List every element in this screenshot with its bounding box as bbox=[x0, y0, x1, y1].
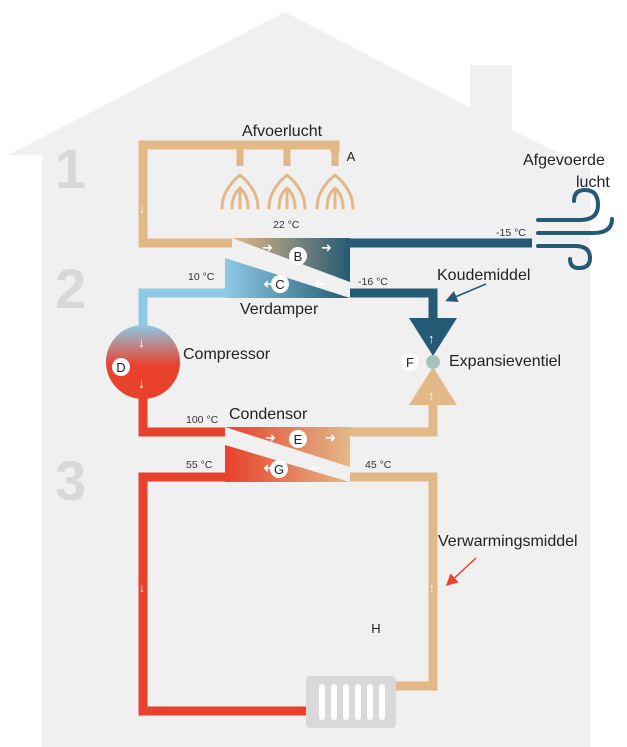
marker-g-circle bbox=[270, 460, 288, 478]
flow-arrow-up-3: ↑ bbox=[429, 581, 435, 595]
label-condensor: Condensor bbox=[229, 406, 308, 423]
compressor: ↓ ↓ bbox=[106, 325, 180, 399]
svg-text:↓: ↓ bbox=[138, 375, 145, 391]
marker-c-circle bbox=[271, 275, 289, 293]
radiator-icon bbox=[306, 676, 396, 728]
refrigerant-loop bbox=[138, 288, 438, 437]
label-koudemiddel: Koudemiddel bbox=[437, 267, 530, 284]
marker-b-circle bbox=[289, 247, 307, 265]
svg-text:↓: ↓ bbox=[138, 334, 145, 350]
svg-text:➜: ➜ bbox=[263, 461, 274, 476]
house-shape bbox=[8, 12, 590, 747]
marker-f-circle bbox=[401, 353, 419, 371]
svg-text:➜: ➜ bbox=[263, 277, 274, 292]
marker-a: A bbox=[347, 149, 356, 164]
svg-text:➜: ➜ bbox=[325, 430, 336, 445]
expansion-valve: ↑ ↑ bbox=[409, 318, 457, 405]
marker-e-circle bbox=[289, 430, 307, 448]
marker-d: D bbox=[116, 360, 125, 375]
label-expansieventiel: Expansieventiel bbox=[449, 353, 561, 370]
condenser-e: ➜ ➜ bbox=[225, 427, 350, 467]
section-number-1: 1 bbox=[55, 137, 86, 200]
section-number-3: 3 bbox=[55, 449, 86, 512]
section-number-2: 2 bbox=[55, 257, 86, 320]
evaporator-c: ➜ ➜ bbox=[225, 258, 350, 298]
verwarmingsmiddel-pointer bbox=[445, 557, 477, 587]
air-rising-icon bbox=[220, 173, 355, 210]
temp-100: 100 °C bbox=[186, 414, 219, 426]
temp-45: 45 °C bbox=[365, 459, 392, 471]
svg-text:➜: ➜ bbox=[321, 240, 332, 255]
label-afgevoerde-line2: lucht bbox=[576, 174, 610, 191]
marker-g: G bbox=[274, 462, 284, 477]
marker-c: C bbox=[275, 277, 284, 292]
koudemiddel-pointer bbox=[445, 283, 487, 303]
label-afvoerlucht: Afvoerlucht bbox=[242, 123, 323, 140]
svg-text:↑: ↑ bbox=[428, 388, 435, 403]
flow-arrow-down-1: ↓ bbox=[139, 202, 145, 216]
marker-h: H bbox=[371, 621, 380, 636]
svg-text:➜: ➜ bbox=[265, 430, 276, 445]
wind-icon bbox=[536, 187, 614, 271]
heating-loop bbox=[138, 472, 438, 716]
svg-text:➜: ➜ bbox=[314, 277, 325, 292]
label-verwarmingsmiddel: Verwarmingsmiddel bbox=[438, 533, 578, 550]
label-compressor: Compressor bbox=[183, 346, 271, 363]
temp-10: 10 °C bbox=[188, 271, 215, 283]
marker-b: B bbox=[294, 249, 303, 264]
heat-exchanger-g: ➜ ➜ bbox=[225, 445, 350, 482]
temp-22: 22 °C bbox=[273, 219, 300, 231]
temp-55: 55 °C bbox=[186, 459, 213, 471]
temp-minus-15: -15 °C bbox=[496, 227, 526, 239]
label-verdamper: Verdamper bbox=[240, 301, 319, 318]
svg-text:➜: ➜ bbox=[310, 461, 321, 476]
marker-f: F bbox=[406, 355, 414, 370]
svg-text:↑: ↑ bbox=[428, 331, 435, 346]
marker-d-circle bbox=[112, 358, 130, 376]
label-afgevoerde-line1: Afgevoerde bbox=[523, 152, 605, 169]
marker-e: E bbox=[294, 432, 303, 447]
svg-text:➜: ➜ bbox=[262, 240, 273, 255]
exhaust-air-loop bbox=[138, 140, 532, 248]
flow-arrow-down-3: ↓ bbox=[139, 581, 145, 595]
temp-minus-16: -16 °C bbox=[358, 276, 388, 288]
